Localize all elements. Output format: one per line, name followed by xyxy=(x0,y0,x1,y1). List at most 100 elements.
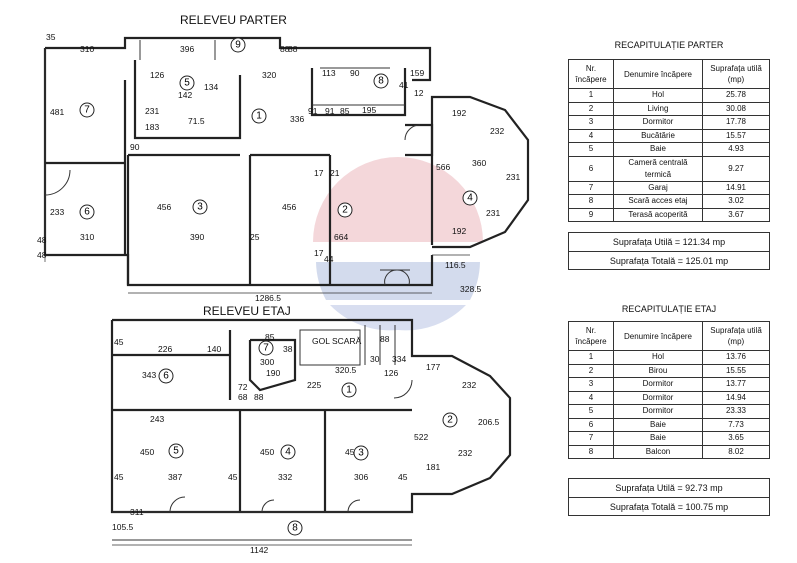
cell-room-no: 9 xyxy=(568,207,614,222)
svg-text:6: 6 xyxy=(84,207,90,218)
dim: 456 xyxy=(282,202,296,212)
dim: 231 xyxy=(506,172,520,182)
dim: 25 xyxy=(250,232,260,242)
dim: 45 xyxy=(114,337,124,347)
stair-opening-label: GOL SCARĂ xyxy=(312,336,362,346)
dim: 85 xyxy=(340,106,350,116)
dim: 35 xyxy=(46,32,56,42)
dim: 456 xyxy=(157,202,171,212)
cell-area: 13.77 xyxy=(702,377,770,392)
dim: 336 xyxy=(290,114,304,124)
cell-room-no: 5 xyxy=(568,142,614,157)
watermark-logo xyxy=(313,157,483,331)
room-number: 3 xyxy=(192,199,208,215)
dim: 90 xyxy=(350,68,360,78)
dim: 231 xyxy=(145,106,159,116)
dim: 396 xyxy=(180,44,194,54)
recap-ground-summary: Suprafața Utilă = 121.34 mp Suprafața To… xyxy=(568,232,770,270)
cell-room-no: 6 xyxy=(568,417,614,432)
room-number: 8 xyxy=(373,73,389,89)
dim: 310 xyxy=(80,44,94,54)
cell-room-name: Terasă acoperită xyxy=(613,207,703,222)
dim: 30 xyxy=(370,354,380,364)
dim: 328.5 xyxy=(460,284,482,294)
cell-room-name: Hol xyxy=(613,350,703,365)
dim: 44 xyxy=(324,254,334,264)
header-area: Suprafața utilă (mp) xyxy=(702,321,770,351)
upper-plan-title: RELEVEU ETAJ xyxy=(203,304,291,318)
room-number: 5 xyxy=(168,443,184,459)
cell-room-name: Baie xyxy=(613,142,703,157)
total-area: Suprafața Totală = 100.75 mp xyxy=(609,502,729,512)
dim: 17 xyxy=(314,248,324,258)
dim: 450 xyxy=(140,447,154,457)
cell-room-no: 1 xyxy=(568,88,614,103)
dim: 159 xyxy=(410,68,424,78)
dim: 126 xyxy=(384,368,398,378)
dim: 225 xyxy=(307,380,321,390)
dim: 332 xyxy=(278,472,292,482)
room-number: 8 xyxy=(287,520,303,536)
cell-room-no: 7 xyxy=(568,180,614,195)
cell-room-name: Bucătărie xyxy=(613,128,703,143)
table-header-row: Nr. încăpere Denumire încăpere Suprafața… xyxy=(568,59,770,89)
dim: 183 xyxy=(145,122,159,132)
svg-text:5: 5 xyxy=(184,78,190,89)
room-number: 3 xyxy=(353,445,369,461)
dim: 310 xyxy=(80,232,94,242)
dim: 232 xyxy=(458,448,472,458)
cell-area: 3.65 xyxy=(702,431,770,446)
dim: 387 xyxy=(168,472,182,482)
dim: 320 xyxy=(262,70,276,80)
dim: 116.5 xyxy=(445,260,466,270)
svg-text:4: 4 xyxy=(285,447,291,458)
dim: 21 xyxy=(330,168,340,178)
header-room-no: Nr. încăpere xyxy=(568,59,614,89)
cell-area: 3.67 xyxy=(702,207,770,222)
dim: 481 xyxy=(50,107,64,117)
useful-area: Suprafața Utilă = 92.73 mp xyxy=(569,479,769,498)
cell-room-no: 2 xyxy=(568,363,614,378)
cell-area: 25.78 xyxy=(702,88,770,103)
room-number: 6 xyxy=(158,368,174,384)
cell-room-no: 3 xyxy=(568,115,614,130)
cell-room-no: 5 xyxy=(568,404,614,419)
dim: 450 xyxy=(345,447,359,457)
room-number: 7 xyxy=(79,102,95,118)
dim: 664 xyxy=(334,232,348,242)
cell-room-name: Dormitor xyxy=(613,404,703,419)
cell-room-name: Baie xyxy=(613,417,703,432)
dim: 231 xyxy=(486,208,500,218)
cell-room-no: 2 xyxy=(568,101,614,116)
dim: 142 xyxy=(178,90,192,100)
svg-text:3: 3 xyxy=(197,202,203,213)
recap-upper-title: RECAPITULAȚIE ETAJ xyxy=(621,304,717,314)
room-number: 2 xyxy=(442,412,458,428)
svg-text:8: 8 xyxy=(378,76,384,87)
recap-ground-title: RECAPITULAȚIE PARTER xyxy=(614,40,724,50)
cell-room-no: 3 xyxy=(568,377,614,392)
dim: 233 xyxy=(50,207,64,217)
cell-area: 15.57 xyxy=(702,128,770,143)
svg-text:5: 5 xyxy=(173,446,179,457)
cell-room-name: Scară acces etaj xyxy=(613,194,703,209)
ground-floor-walls xyxy=(43,36,530,287)
cell-room-no: 4 xyxy=(568,128,614,143)
total-area: Suprafața Totală = 125.01 mp xyxy=(609,256,729,266)
cell-room-no: 8 xyxy=(568,444,614,459)
dim: 206.5 xyxy=(478,417,500,427)
cell-area: 4.93 xyxy=(702,142,770,157)
cell-area: 8.02 xyxy=(702,444,770,459)
dim: 181 xyxy=(426,462,440,472)
room-number: 2 xyxy=(337,202,353,218)
dim: 300 xyxy=(260,357,274,367)
